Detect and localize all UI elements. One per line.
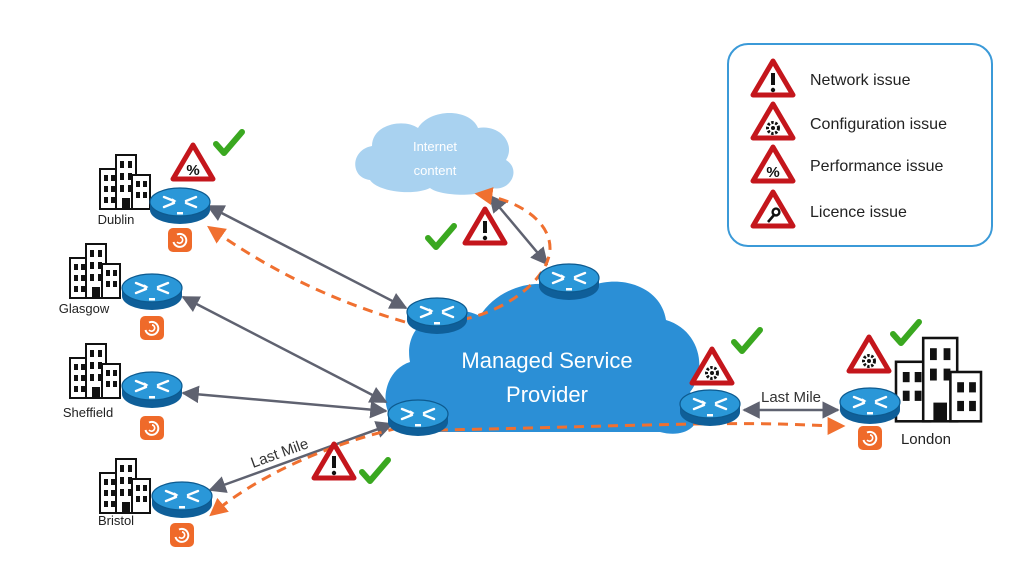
check-icon <box>734 330 760 351</box>
legend: Network issue Configuration issue % Perf… <box>727 43 993 247</box>
links <box>181 194 840 493</box>
building-icon <box>69 343 121 399</box>
check-icon <box>362 460 388 481</box>
last-mile-right-label: Last Mile <box>761 389 821 406</box>
internet-label-line1: Internet <box>413 139 457 154</box>
configuration-issue-icon <box>849 337 889 371</box>
london-site-status <box>849 322 919 371</box>
building-icon <box>69 243 121 299</box>
router-icon <box>838 386 902 426</box>
legend-performance-label: Performance issue <box>810 158 943 175</box>
dublin-traffic-path <box>207 225 406 324</box>
license-badge-icon <box>139 315 165 341</box>
bristol-traffic-path <box>209 426 399 517</box>
license-badge-icon <box>857 425 883 451</box>
network-issue-icon <box>753 61 793 95</box>
router-icon <box>120 370 184 410</box>
network-issue-icon <box>465 209 505 243</box>
dublin-status: % <box>173 132 242 179</box>
licence-issue-icon <box>753 192 793 226</box>
provider-router-south <box>386 398 450 438</box>
bristol-link <box>208 421 394 493</box>
site-dublin: Dublin <box>98 154 212 253</box>
bristol-label: Bristol <box>98 513 134 528</box>
internet-content-cloud: Internet content <box>355 113 514 195</box>
bristol-last-mile-status <box>314 444 388 481</box>
building-icon <box>99 154 151 210</box>
performance-issue-icon: % <box>753 147 793 181</box>
legend-configuration-label: Configuration issue <box>810 116 947 133</box>
site-london: London <box>838 336 983 451</box>
legend-licence-label: Licence issue <box>810 204 907 221</box>
cloud-label-line1: Managed Service <box>461 348 632 373</box>
provider-router-dublin <box>405 296 469 336</box>
glasgow-link <box>181 295 388 404</box>
internet-traffic-path <box>444 187 552 324</box>
router-icon <box>150 480 214 520</box>
dublin-link <box>206 204 408 310</box>
london-label: London <box>901 431 951 448</box>
internet-status <box>428 209 505 247</box>
svg-text:%: % <box>766 164 779 181</box>
internet-link <box>488 194 549 266</box>
check-icon <box>893 322 919 343</box>
legend-network-label: Network issue <box>810 72 911 89</box>
glasgow-label: Glasgow <box>59 301 110 316</box>
license-badge-icon <box>139 415 165 441</box>
router-icon <box>148 186 212 226</box>
license-badge-icon <box>167 227 193 253</box>
internet-label-line2: content <box>414 163 457 178</box>
sheffield-label: Sheffield <box>63 405 113 420</box>
configuration-issue-icon <box>692 349 732 383</box>
provider-router-london <box>678 388 742 428</box>
svg-text:%: % <box>186 162 199 179</box>
london-provider-status <box>692 330 760 383</box>
cloud-label-line2: Provider <box>506 382 588 407</box>
dublin-label: Dublin <box>98 212 135 227</box>
site-bristol: Bristol <box>98 458 214 548</box>
last-mile-left-label: Last Mile <box>249 435 311 472</box>
router-icon <box>120 272 184 312</box>
building-icon <box>894 336 983 423</box>
check-icon <box>216 132 242 153</box>
provider-router-internet <box>537 262 601 302</box>
network-issue-icon <box>314 444 354 478</box>
sheffield-link <box>181 385 388 419</box>
site-glasgow: Glasgow <box>59 243 184 341</box>
building-icon <box>99 458 151 514</box>
check-icon <box>428 226 454 247</box>
configuration-issue-icon <box>753 104 793 138</box>
license-badge-icon <box>169 522 195 548</box>
performance-issue-icon: % <box>173 145 213 179</box>
site-sheffield: Sheffield <box>63 343 184 441</box>
